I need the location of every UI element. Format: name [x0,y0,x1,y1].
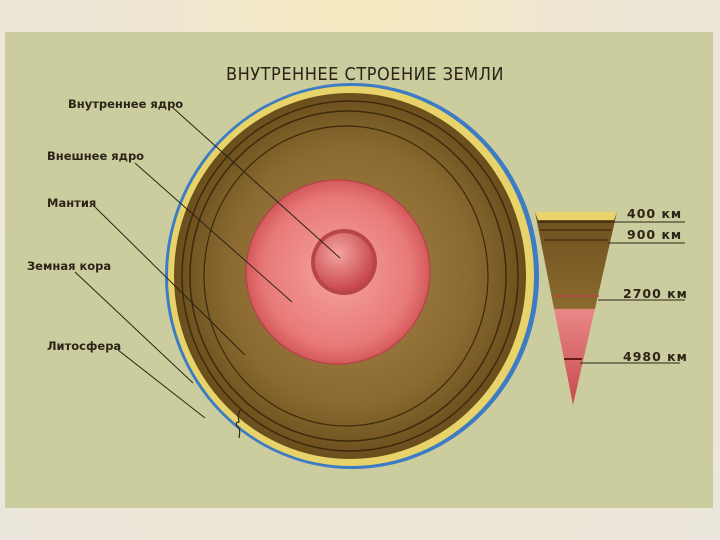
depth-2700: 2700 км [623,286,688,301]
label-outer-core: Внешнее ядро [47,149,144,163]
depth-4980: 4980 км [623,349,688,364]
diagram-title: ВНУТРЕННЕЕ СТРОЕНИЕ ЗЕМЛИ [226,64,504,85]
inner-core [315,233,373,291]
depth-400: 400 км [627,206,682,221]
depth-900: 900 км [627,227,682,242]
label-lithosphere: Литосфера [47,339,121,353]
depth-cone [535,212,617,405]
label-mantle: Мантия [47,196,96,210]
cone-section [535,212,617,405]
earth-cross-section [165,83,539,469]
lithosphere-brace-icon [235,409,242,439]
label-crust: Земная кора [27,259,111,273]
label-inner-core: Внутреннее ядро [68,97,183,111]
